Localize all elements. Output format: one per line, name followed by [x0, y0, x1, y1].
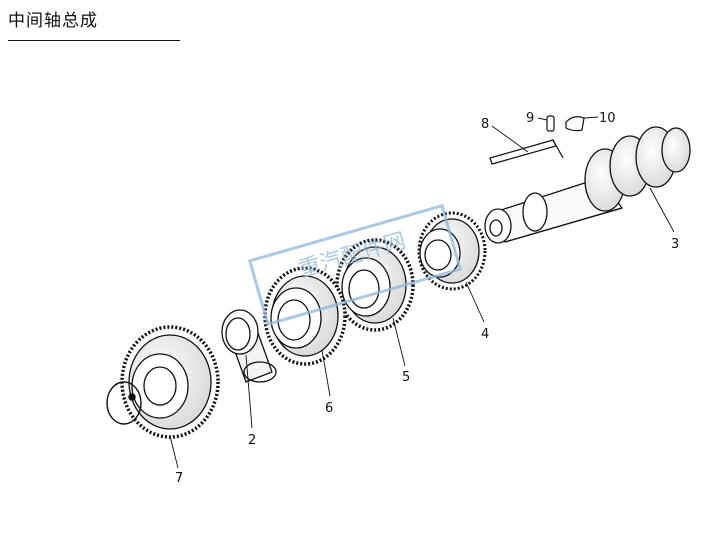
- gear-part-7: [120, 325, 220, 439]
- countershaft-gear-cluster: [584, 126, 691, 212]
- title-underline: [8, 40, 180, 41]
- snap-ring: [106, 381, 142, 425]
- key-part: [489, 139, 564, 165]
- gear-part-6: [263, 266, 347, 366]
- bushing-part-2: [221, 309, 277, 383]
- gear-part-4: [417, 211, 487, 291]
- callout-labels: 2 3 4 5 6 7 8 9 10: [175, 111, 679, 486]
- woodruff-key-part: [565, 116, 585, 132]
- leader-lines: [169, 116, 675, 469]
- callout-2: 2: [248, 433, 256, 448]
- pin-part: [546, 115, 555, 132]
- callout-10: 10: [599, 111, 616, 126]
- diagram-title: 中间轴总成: [8, 11, 98, 31]
- callout-8: 8: [481, 117, 489, 132]
- countershaft: [484, 126, 691, 244]
- callout-4: 4: [481, 327, 489, 342]
- callout-7: 7: [175, 471, 183, 486]
- callout-9: 9: [526, 111, 534, 126]
- callout-5: 5: [402, 370, 410, 385]
- gear-part-5: [335, 238, 415, 332]
- callout-6: 6: [325, 401, 333, 416]
- callout-3: 3: [671, 237, 679, 252]
